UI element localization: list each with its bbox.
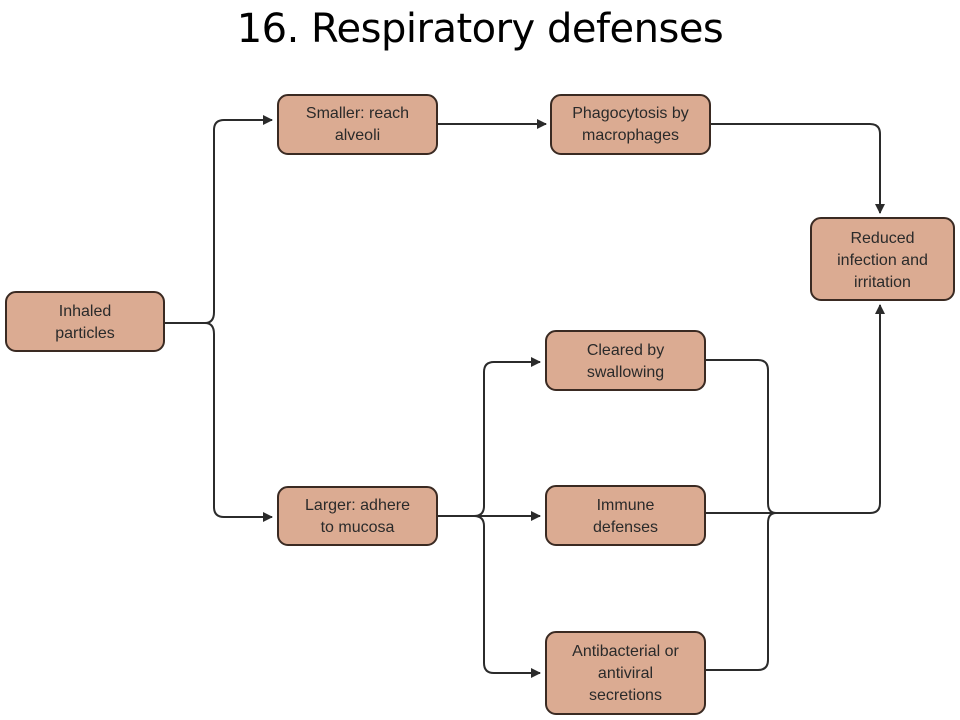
- edge-merge-to-reduced: [776, 304, 885, 514]
- node-immune-defenses: Immune defenses: [545, 485, 706, 546]
- slide-title: 16. Respiratory defenses: [236, 6, 724, 52]
- edge-split-to-cleared: [473, 357, 541, 517]
- node-phagocytosis-line-2: macrophages: [582, 127, 679, 144]
- edge-phagocytosis-to-reduced: [710, 123, 885, 214]
- node-reduced-line-2: infection and: [837, 252, 928, 269]
- node-reduced-line-3: irritation: [854, 274, 911, 291]
- node-reduced-line-1: Reduced: [850, 230, 914, 247]
- node-antibacterial-line-1: Antibacterial or: [572, 643, 679, 660]
- node-larger-adhere-to-mucosa: Larger: adhere to mucosa: [277, 486, 438, 546]
- node-antibacterial-antiviral-secretions: Antibacterial or antiviral secretions: [545, 631, 706, 715]
- node-phagocytosis-by-macrophages: Phagocytosis by macrophages: [550, 94, 711, 155]
- node-cleared-line-1: Cleared by: [587, 342, 664, 359]
- edge-split-to-smaller: [204, 115, 273, 324]
- node-inhaled-line-2: particles: [55, 325, 115, 342]
- node-cleared-line-2: swallowing: [587, 364, 664, 381]
- edge-antibacterial-to-merge: [705, 512, 777, 671]
- node-larger-line-1: Larger: adhere: [305, 497, 410, 514]
- node-smaller-line-1: Smaller: reach: [306, 105, 409, 122]
- edge-split-to-larger: [204, 322, 273, 522]
- node-smaller-line-2: alveoli: [335, 127, 380, 144]
- node-larger-line-2: to mucosa: [321, 519, 395, 536]
- node-inhaled-line-1: Inhaled: [59, 303, 112, 320]
- node-antibacterial-line-3: secretions: [589, 687, 662, 704]
- edge-split-to-antibacterial: [473, 515, 541, 678]
- node-immune-line-1: Immune: [597, 497, 655, 514]
- node-antibacterial-line-2: antiviral: [598, 665, 653, 682]
- edge-cleared-to-merge: [705, 359, 777, 514]
- node-inhaled-particles: Inhaled particles: [5, 291, 165, 352]
- node-phagocytosis-line-1: Phagocytosis by: [572, 105, 689, 122]
- node-reduced-infection-irritation: Reduced infection and irritation: [810, 217, 955, 301]
- node-cleared-by-swallowing: Cleared by swallowing: [545, 330, 706, 391]
- node-smaller-reach-alveoli: Smaller: reach alveoli: [277, 94, 438, 155]
- node-immune-line-2: defenses: [593, 519, 658, 536]
- edges: [164, 115, 885, 678]
